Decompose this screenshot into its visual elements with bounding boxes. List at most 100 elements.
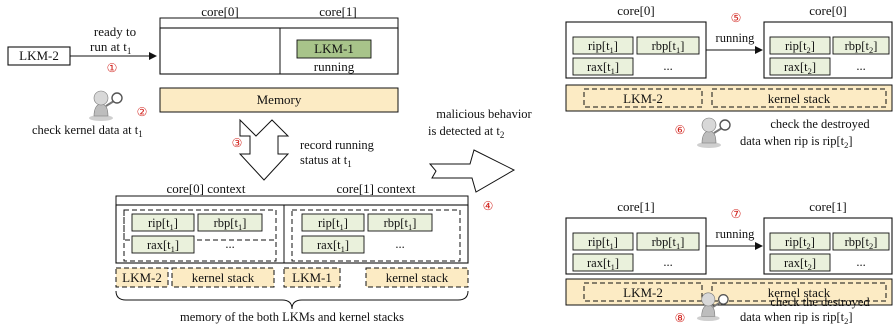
- rb-kernel-stack-label: kernel stack: [768, 285, 831, 300]
- ctx-lkm1-label: LKM-1: [292, 270, 332, 285]
- running-label: running: [314, 59, 355, 74]
- core0-context-label: core[0] context: [166, 181, 245, 196]
- rb-core-left-label: core[1]: [617, 199, 655, 214]
- ctx-lkm2-box: [115, 267, 169, 288]
- core1-rbp-reg: [367, 213, 433, 232]
- step-6-marker: ⑥: [675, 123, 686, 137]
- check-kernel-label: check kernel data at t1: [32, 123, 143, 139]
- rb-left-rip-label: rip[t1]: [588, 235, 618, 251]
- rb-left-rbp-label: rbp[t1]: [652, 235, 685, 251]
- rb-left-rip-reg: [572, 232, 634, 251]
- step-1-marker: ①: [107, 61, 118, 75]
- ready-label-line2: run at t1: [90, 39, 131, 56]
- record-label-line2: status at t1: [300, 153, 352, 169]
- rt-right-ellipsis: ...: [856, 59, 865, 73]
- rt-right-rbp-reg: [832, 36, 890, 55]
- memory-brace: [115, 290, 469, 310]
- rb-right-rax-label: rax[t2]: [784, 256, 816, 272]
- rb-right-rip-reg: [769, 232, 831, 251]
- rt-left-rbp-label: rbp[t1]: [652, 39, 685, 55]
- rb-left-rax-label: rax[t1]: [587, 256, 619, 272]
- core1-rax-reg: [301, 235, 365, 254]
- rb-left-rax-reg: [572, 253, 634, 272]
- right-bottom-section: core[1] rip[t1] rbp[t1] rax[t1] ... ⑦ ru…: [565, 199, 893, 324]
- malicious-label-line1: malicious behavior: [436, 107, 532, 121]
- rt-right-rax-reg: [769, 57, 831, 76]
- lkm1-running-box: [296, 39, 372, 59]
- rb-check-line2: data when rip is rip[t2]: [740, 310, 853, 324]
- step-7-marker: ⑦: [731, 207, 742, 221]
- ctx-kernel-stack-1-box: [171, 267, 275, 288]
- core1-label: core[1]: [319, 4, 357, 19]
- core1-ellipsis: ...: [395, 237, 404, 251]
- ctx-kernel-stack-1-label: kernel stack: [192, 270, 255, 285]
- rb-lkm2-dashed: [583, 282, 703, 302]
- core0-rbp-label: rbp[t1]: [214, 216, 247, 232]
- right-top-section: core[0] rip[t1] rbp[t1] rax[t1] ... ⑤ ru…: [565, 3, 893, 150]
- core1-rbp-label: rbp[t1]: [384, 216, 417, 232]
- memory-box: [159, 87, 399, 113]
- rt-left-rax-label: rax[t1]: [587, 60, 619, 76]
- step-4-marker: ④: [483, 199, 494, 213]
- rb-check-line1: check the destroyed: [770, 295, 870, 309]
- rb-right-rip-label: rip[t2]: [785, 235, 815, 251]
- rb-right-rbp-label: rbp[t2]: [845, 235, 878, 251]
- step-3-marker: ③: [232, 136, 243, 150]
- ctx-lkm2-label: LKM-2: [122, 270, 162, 285]
- rb-right-rax-reg: [769, 253, 831, 272]
- rt-core-left-label: core[0]: [617, 3, 655, 18]
- core0-rax-label: rax[t1]: [147, 238, 179, 254]
- core0-rax-reg: [131, 235, 195, 254]
- down-arrow-shape: [238, 118, 290, 181]
- rt-left-rip-reg: [572, 36, 634, 55]
- rt-left-rbp-reg: [636, 36, 700, 55]
- rt-kernel-stack-label: kernel stack: [768, 91, 831, 106]
- core1-context-label: core[1] context: [336, 181, 415, 196]
- rb-left-rbp-reg: [636, 232, 700, 251]
- ready-label-line1: ready to: [94, 24, 136, 39]
- context-section: core[0] context core[1] context rip[t1] …: [115, 181, 469, 324]
- context-bracket: [115, 195, 469, 205]
- core1-rax-label: rax[t1]: [317, 238, 349, 254]
- rt-running-label: running: [716, 31, 756, 45]
- core1-context-frame: [291, 209, 461, 262]
- record-label-line1: record running: [300, 138, 375, 152]
- rb-right-ellipsis: ...: [856, 255, 865, 269]
- rb-core-right-label: core[1]: [809, 199, 847, 214]
- rt-right-rip-reg: [769, 36, 831, 55]
- rt-left-rip-label: rip[t1]: [588, 39, 618, 55]
- left-top-section: LKM-2 ready to run at t1 ① core[0] core[…: [7, 4, 399, 139]
- right-arrow-shape: [428, 149, 516, 193]
- core0-rip-label: rip[t1]: [148, 216, 178, 232]
- memory-label: Memory: [257, 92, 302, 107]
- rt-right-rbp-label: rbp[t2]: [845, 39, 878, 55]
- rt-lkm2-label: LKM-2: [623, 91, 663, 106]
- core0-ellipsis: ...: [225, 237, 234, 251]
- core1-rip-reg: [301, 213, 365, 232]
- ctx-lkm1-box: [283, 267, 341, 288]
- lkm1-running-label: LKM-1: [314, 41, 354, 56]
- rb-lkm2-label: LKM-2: [623, 285, 663, 300]
- step4-arrow: malicious behavior is detected at t2 ④: [428, 107, 533, 213]
- core0-context-frame: [123, 209, 277, 262]
- rt-check-line1: check the destroyed: [770, 117, 870, 131]
- rt-right-rax-label: rax[t2]: [784, 60, 816, 76]
- core0-rbp-reg: [197, 213, 263, 232]
- rb-right-rbp-reg: [832, 232, 890, 251]
- rt-right-rip-label: rip[t2]: [785, 39, 815, 55]
- rt-left-ellipsis: ...: [663, 59, 672, 73]
- inspector-person-icon: [88, 90, 123, 122]
- core0-rip-reg: [131, 213, 195, 232]
- malicious-label-line2: is detected at t2: [428, 124, 504, 140]
- memory-caption: memory of the both LKMs and kernel stack…: [180, 310, 404, 324]
- rt-check-line2: data when rip is rip[t2]: [740, 134, 853, 150]
- cores-bracket: [159, 17, 399, 28]
- lkm2-waiting-label: LKM-2: [19, 48, 59, 63]
- ctx-kernel-stack-2-label: kernel stack: [386, 270, 449, 285]
- rt-inspector-person-icon: [696, 117, 731, 149]
- rt-left-rax-reg: [572, 57, 634, 76]
- step-2-marker: ②: [137, 105, 148, 119]
- core1-rip-label: rip[t1]: [318, 216, 348, 232]
- rb-left-ellipsis: ...: [663, 255, 672, 269]
